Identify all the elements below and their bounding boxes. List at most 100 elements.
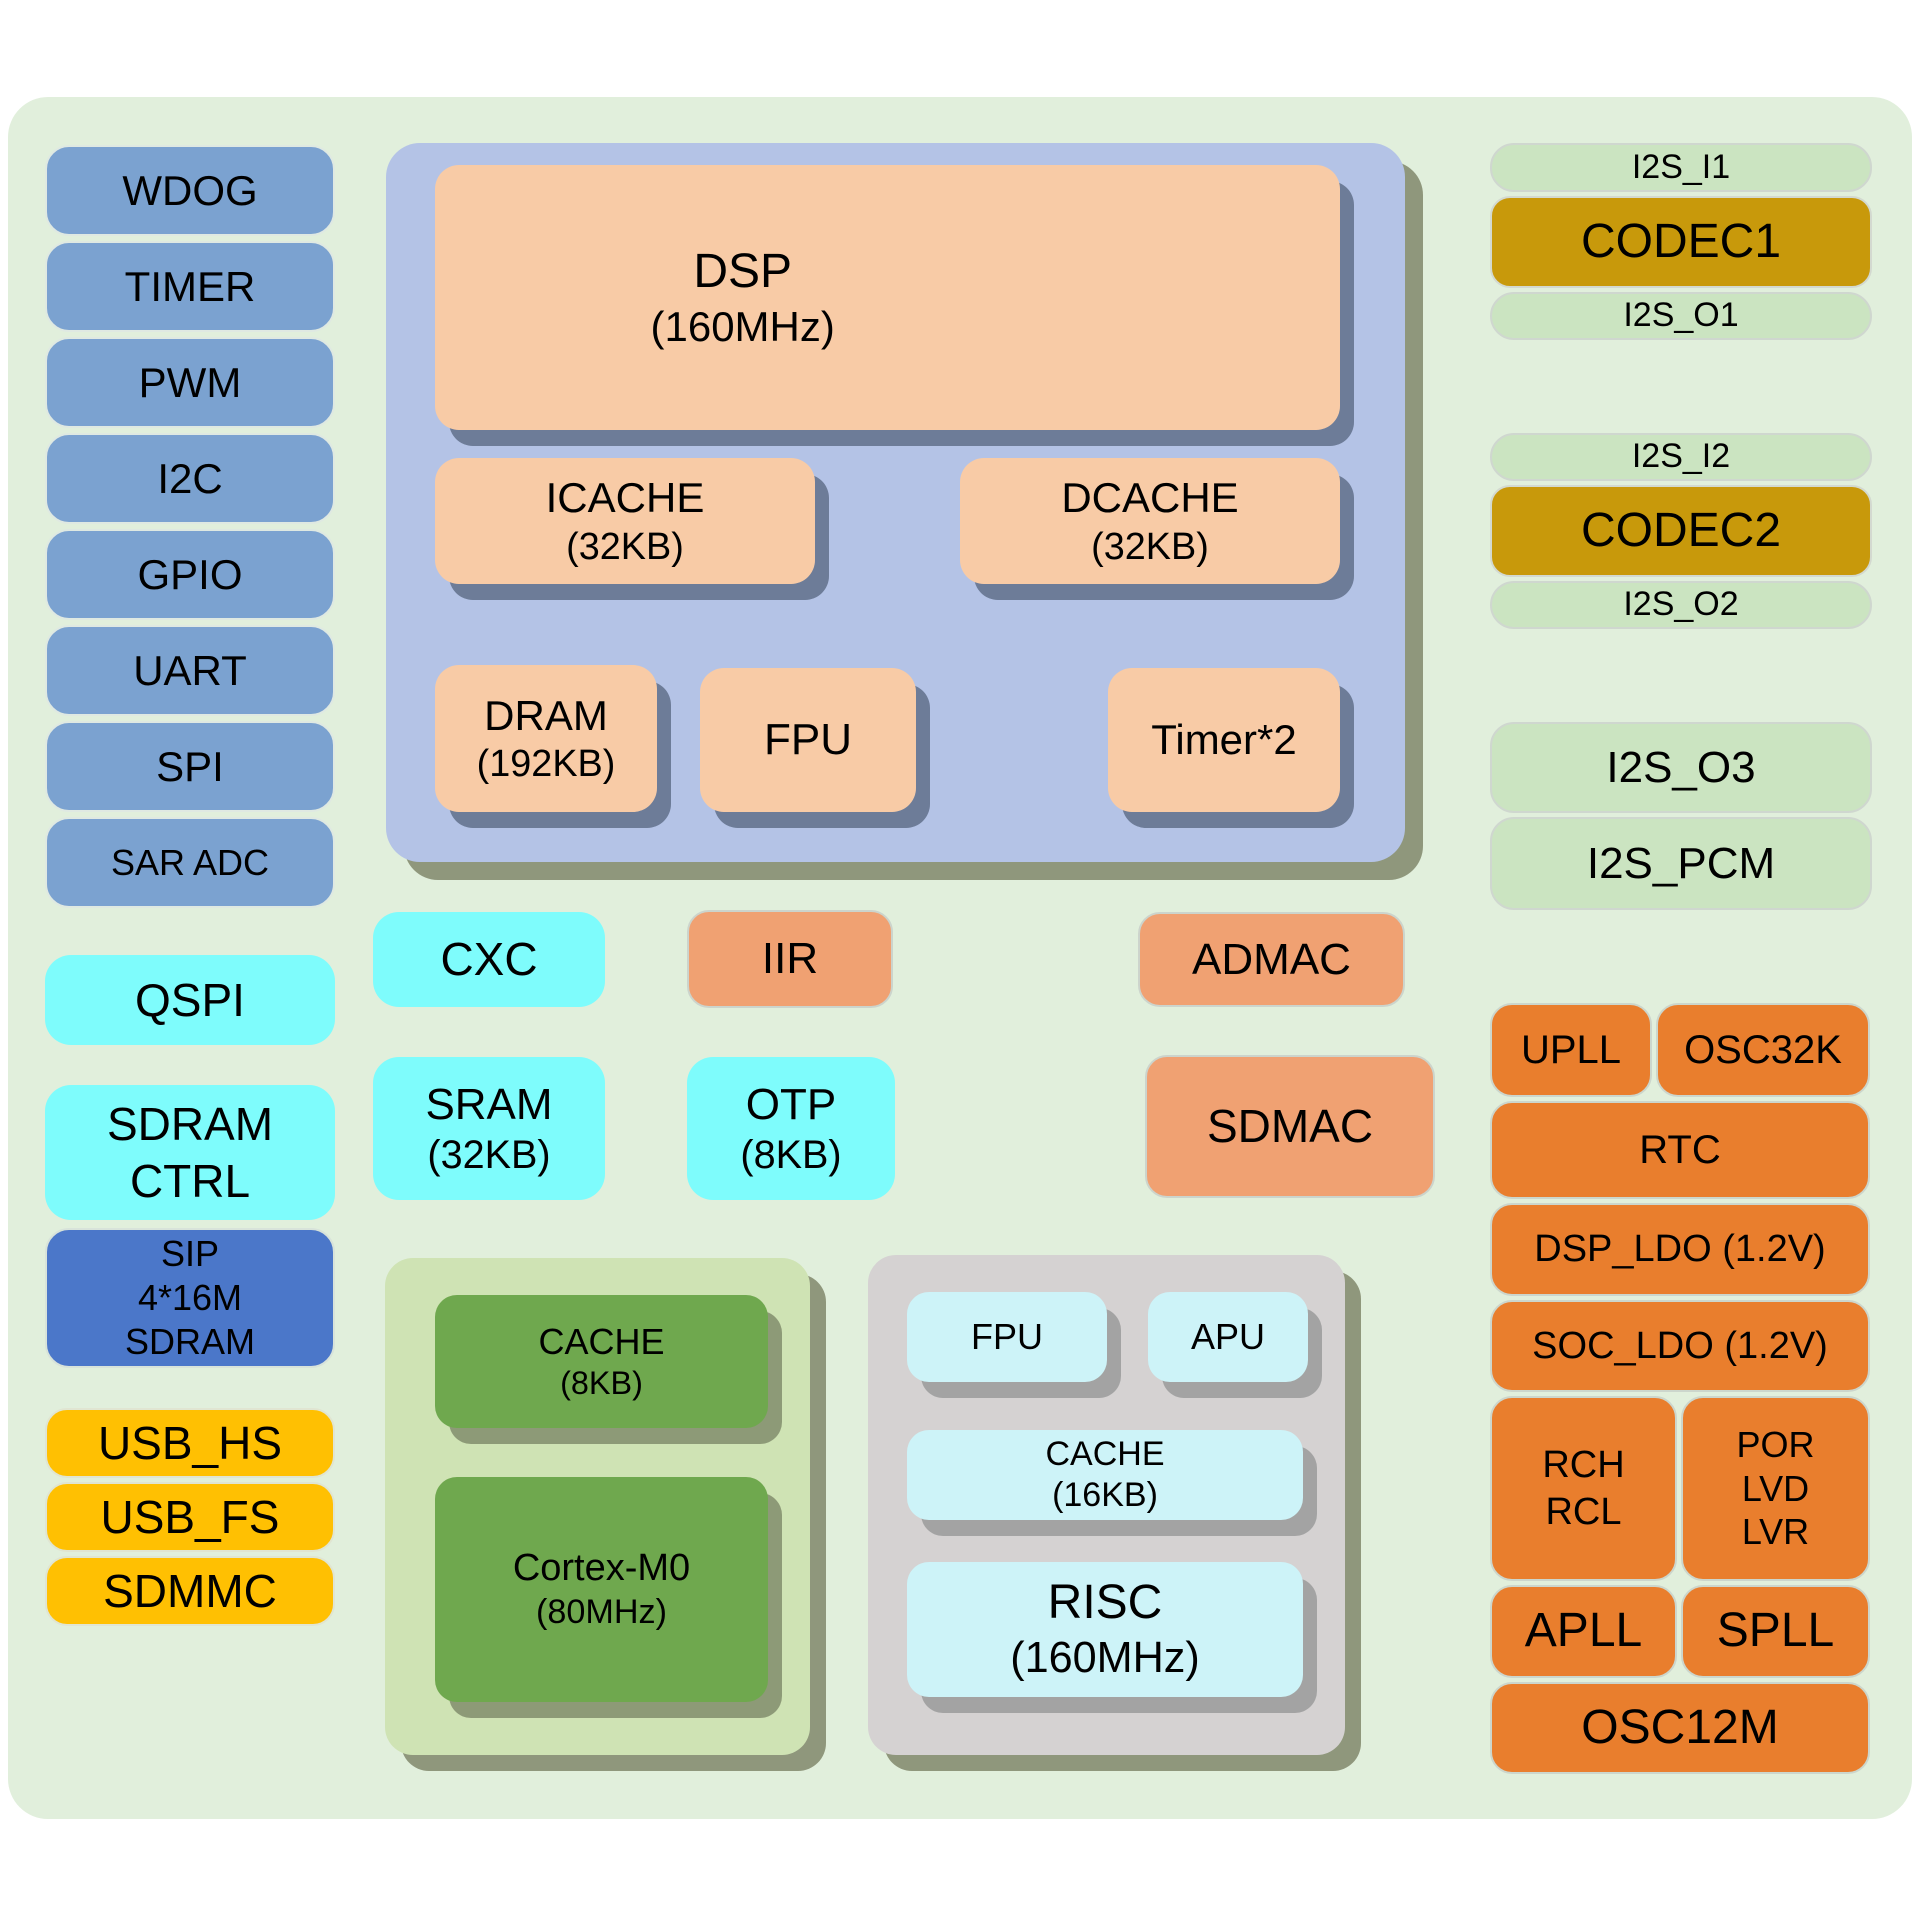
block-admac: ADMAC <box>1138 912 1405 1007</box>
block-i2s-o3: I2S_O3 <box>1490 722 1872 813</box>
block-pwm: PWM <box>45 337 335 428</box>
block-label-line1: POR <box>1736 1423 1815 1465</box>
block-dsp-timer: Timer*2 <box>1108 668 1340 812</box>
block-label: CODEC2 <box>1580 503 1782 557</box>
block-label: I2S_O2 <box>1623 585 1739 624</box>
block-label-line2: (192KB) <box>476 743 616 786</box>
block-label: UART <box>133 646 247 694</box>
block-i2s-o2: I2S_O2 <box>1490 581 1872 629</box>
block-label-line1: DCACHE <box>1061 474 1239 522</box>
dsp-core-label: DSP (160MHz) <box>435 165 1050 430</box>
block-label-line1: CACHE <box>538 1320 665 1362</box>
block-por-lvd-lvr: POR LVD LVR <box>1681 1396 1870 1581</box>
block-label: APLL <box>1524 1604 1643 1658</box>
block-cortex-m0: Cortex-M0 (80MHz) <box>435 1477 768 1702</box>
block-label: UPLL <box>1520 1027 1622 1072</box>
block-codec2: CODEC2 <box>1490 485 1872 577</box>
block-label: TIMER <box>124 262 256 310</box>
block-label-line2: (32KB) <box>566 525 684 568</box>
block-codec1: CODEC1 <box>1490 196 1872 288</box>
block-label: CODEC1 <box>1580 214 1782 268</box>
block-label: I2C <box>157 454 223 502</box>
block-label: SDMMC <box>103 1564 277 1617</box>
block-label: PWM <box>138 358 242 406</box>
block-timer: TIMER <box>45 241 335 332</box>
block-label: SPI <box>156 742 224 790</box>
block-label-line2: (160MHz) <box>1010 1634 1200 1683</box>
block-label-line1: Cortex-M0 <box>512 1547 691 1590</box>
block-label-line1: OTP <box>745 1079 837 1129</box>
block-label: OSC32K <box>1684 1027 1842 1072</box>
block-usb-fs: USB_FS <box>45 1482 335 1552</box>
block-dsp-core: DSP (160MHz) <box>435 165 1340 430</box>
block-label: RTC <box>1639 1127 1721 1172</box>
block-qspi: QSPI <box>45 955 335 1045</box>
block-rch-rcl: RCH RCL <box>1490 1396 1677 1581</box>
block-label-line2: (32KB) <box>427 1133 551 1178</box>
block-sar-adc: SAR ADC <box>45 817 335 908</box>
block-dsp-dram: DRAM (192KB) <box>435 665 657 812</box>
block-label: USB_HS <box>97 1416 283 1469</box>
block-sdmac: SDMAC <box>1145 1055 1435 1198</box>
block-label: QSPI <box>135 973 245 1026</box>
block-label-line2: (80MHz) <box>535 1592 668 1631</box>
block-label: I2S_I1 <box>1631 147 1731 186</box>
block-i2s-o1: I2S_O1 <box>1490 292 1872 340</box>
block-label: FPU <box>764 715 852 765</box>
block-label: OSC12M <box>1581 1700 1779 1754</box>
block-label-line1: SRAM <box>425 1079 553 1129</box>
block-label-line1: RISC <box>1047 1575 1163 1629</box>
block-label: USB_FS <box>100 1490 280 1543</box>
block-label-line1: ICACHE <box>545 474 705 522</box>
block-label-line2: 4*16M <box>137 1277 243 1319</box>
block-sdmmc: SDMMC <box>45 1556 335 1626</box>
block-label: I2S_O3 <box>1606 742 1756 792</box>
block-spi: SPI <box>45 721 335 812</box>
block-sip-sdram: SIP 4*16M SDRAM <box>45 1228 335 1368</box>
block-label-line2: (16KB) <box>1052 1476 1158 1514</box>
block-label-line1: CACHE <box>1045 1434 1165 1473</box>
block-label-line2: (8KB) <box>740 1133 842 1178</box>
block-osc12m: OSC12M <box>1490 1682 1870 1774</box>
block-i2s-pcm: I2S_PCM <box>1490 817 1872 910</box>
block-label-line1: DSP <box>693 244 793 298</box>
block-soc-ldo: SOC_LDO (1.2V) <box>1490 1300 1870 1392</box>
block-label-line1: SIP <box>160 1233 220 1275</box>
block-label: Timer*2 <box>1151 716 1297 764</box>
block-dcache: DCACHE (32KB) <box>960 458 1340 584</box>
block-label: SAR ADC <box>110 841 270 883</box>
block-label-line2: RCL <box>1545 1490 1622 1533</box>
block-gpio: GPIO <box>45 529 335 620</box>
block-risc-fpu: FPU <box>907 1292 1107 1382</box>
block-label: GPIO <box>137 550 243 598</box>
block-label: I2S_PCM <box>1586 838 1776 888</box>
block-apll: APLL <box>1490 1585 1677 1678</box>
block-label-line2: (160MHz) <box>650 303 835 351</box>
block-label-line2: CTRL <box>129 1154 251 1207</box>
block-spll: SPLL <box>1681 1585 1870 1678</box>
block-risc-apu: APU <box>1148 1292 1308 1382</box>
block-risc-cache: CACHE (16KB) <box>907 1430 1303 1520</box>
block-i2s-i1: I2S_I1 <box>1490 143 1872 192</box>
block-osc32k: OSC32K <box>1656 1003 1870 1097</box>
block-label: CXC <box>440 933 538 986</box>
block-label-line1: DRAM <box>484 691 608 739</box>
block-wdog: WDOG <box>45 145 335 236</box>
block-label: DSP_LDO (1.2V) <box>1534 1228 1826 1271</box>
block-label: SDMAC <box>1206 1100 1374 1153</box>
block-label-line3: LVR <box>1741 1511 1810 1553</box>
block-label: ADMAC <box>1192 934 1351 984</box>
block-label: IIR <box>761 934 819 984</box>
block-label-line2: (32KB) <box>1091 525 1209 568</box>
block-dsp-fpu: FPU <box>700 668 916 812</box>
block-icache: ICACHE (32KB) <box>435 458 815 584</box>
block-label: I2S_I2 <box>1631 437 1731 476</box>
block-mcu-cache: CACHE (8KB) <box>435 1295 768 1428</box>
block-label: APU <box>1190 1316 1266 1358</box>
block-sdram-ctrl: SDRAM CTRL <box>45 1085 335 1220</box>
block-upll: UPLL <box>1490 1003 1652 1097</box>
block-label: WDOG <box>122 166 258 214</box>
block-label-line3: SDRAM <box>124 1320 255 1362</box>
block-label: SOC_LDO (1.2V) <box>1532 1324 1828 1367</box>
block-label: I2S_O1 <box>1623 296 1739 335</box>
